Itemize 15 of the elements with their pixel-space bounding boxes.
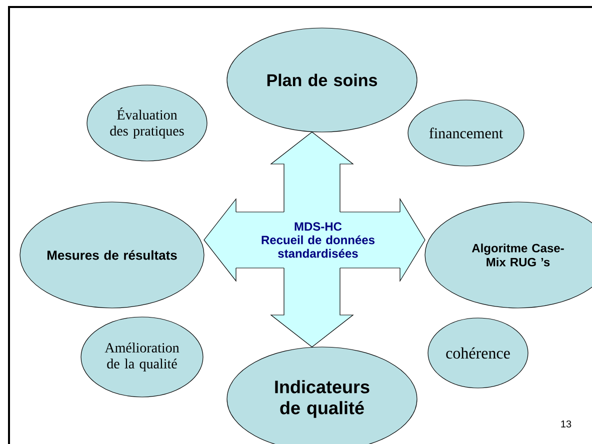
ellipse-node: Plan de soins	[226, 28, 418, 132]
block-arrow	[400, 198, 426, 282]
ellipse-node: Mesures de résultats	[20, 202, 204, 308]
ellipse-node: Algoritme Case-Mix RUG ’s	[424, 202, 592, 308]
ellipse-node: Amélioration de la qualité	[80, 316, 204, 398]
page-number: 13	[561, 420, 572, 428]
block-arrow	[270, 268, 354, 348]
node-label: Recueil de données standardisées	[262, 235, 375, 258]
block-arrow	[270, 132, 354, 212]
node-label: MDS-HC	[294, 222, 342, 231]
ellipse-node: financement	[408, 100, 524, 166]
block-arrow	[204, 198, 236, 282]
ellipse-node: Indicateurs de qualité	[226, 346, 418, 444]
ellipse-node: cohérence	[428, 318, 528, 388]
ellipse-node: Évaluation des pratiques	[86, 84, 208, 162]
